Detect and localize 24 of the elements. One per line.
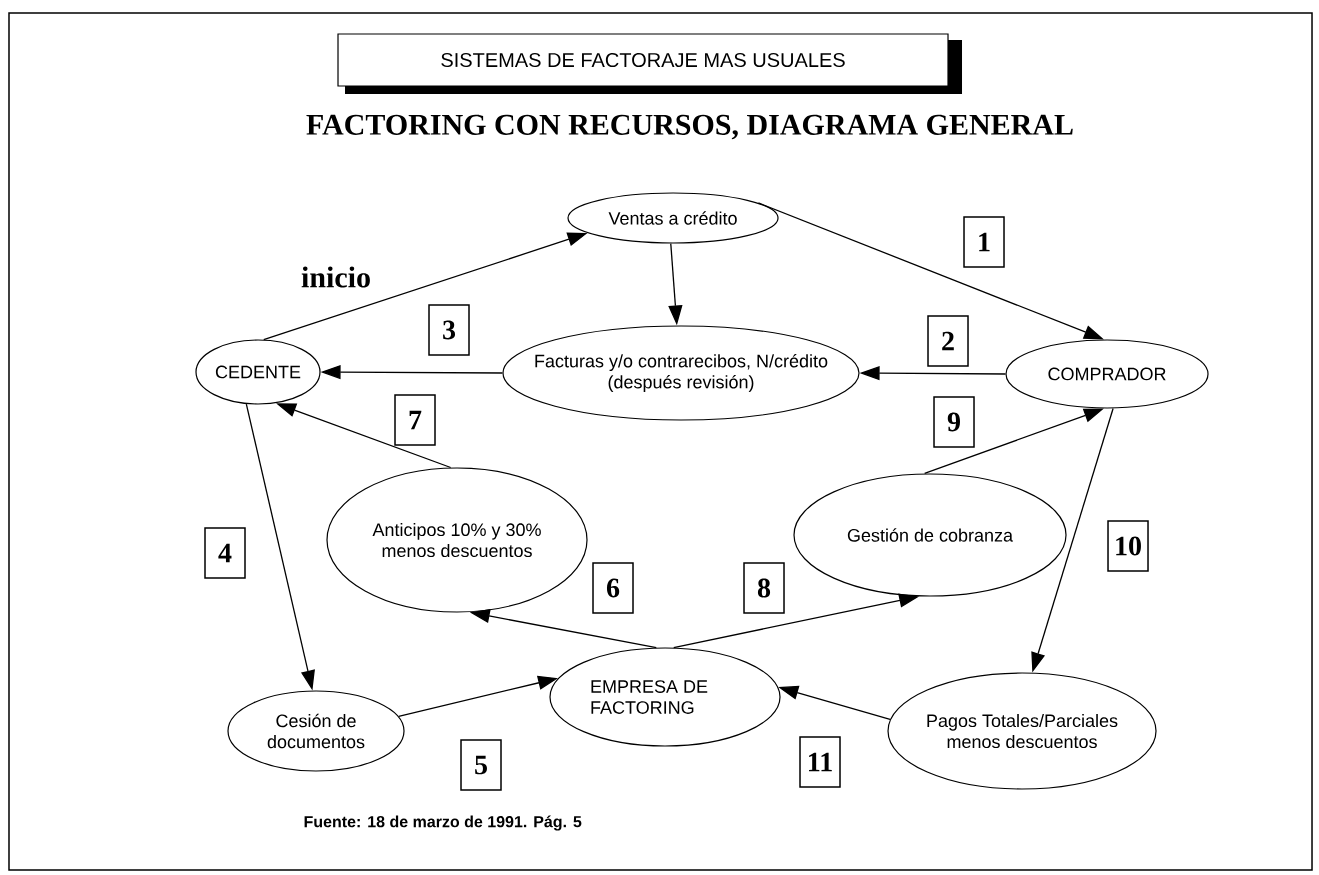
step-number: 9	[933, 396, 975, 448]
step-number: 7	[394, 394, 436, 446]
step-number: 1	[963, 216, 1005, 268]
step-number: 4	[204, 527, 246, 579]
ellipse-node: Facturas y/o contrarecibos, N/crédito (después revisión)	[502, 325, 860, 421]
step-number: 2	[927, 315, 969, 367]
ellipse-node: Cesión de documentos	[227, 690, 405, 772]
ellipse-node: CEDENTE	[195, 339, 321, 405]
edge-label: inicio	[301, 266, 370, 288]
ellipse-node: Pagos Totales/Parciales menos descuentos	[887, 672, 1157, 790]
step-number: 3	[428, 304, 470, 356]
ellipse-node: Anticipos 10% y 30% menos descuentos	[326, 467, 588, 613]
step-number: 5	[460, 739, 502, 791]
ellipse-node: Ventas a crédito	[567, 192, 779, 244]
step-number: 10	[1107, 520, 1149, 572]
step-number: 6	[592, 562, 634, 614]
ellipse-node: EMPRESA DE FACTORING	[549, 647, 781, 747]
step-number: 11	[799, 736, 841, 788]
caption: Fuente: 18 de marzo de 1991. Pág. 5	[304, 815, 582, 831]
title: FACTORING CON RECURSOS, DIAGRAMA GENERAL	[306, 114, 1073, 140]
heading-box: SISTEMAS DE FACTORAJE MAS USUALES	[337, 33, 962, 94]
ellipse-node: COMPRADOR	[1005, 339, 1209, 409]
ellipse-node: Gestión de cobranza	[793, 473, 1067, 597]
step-number: 8	[743, 562, 785, 614]
